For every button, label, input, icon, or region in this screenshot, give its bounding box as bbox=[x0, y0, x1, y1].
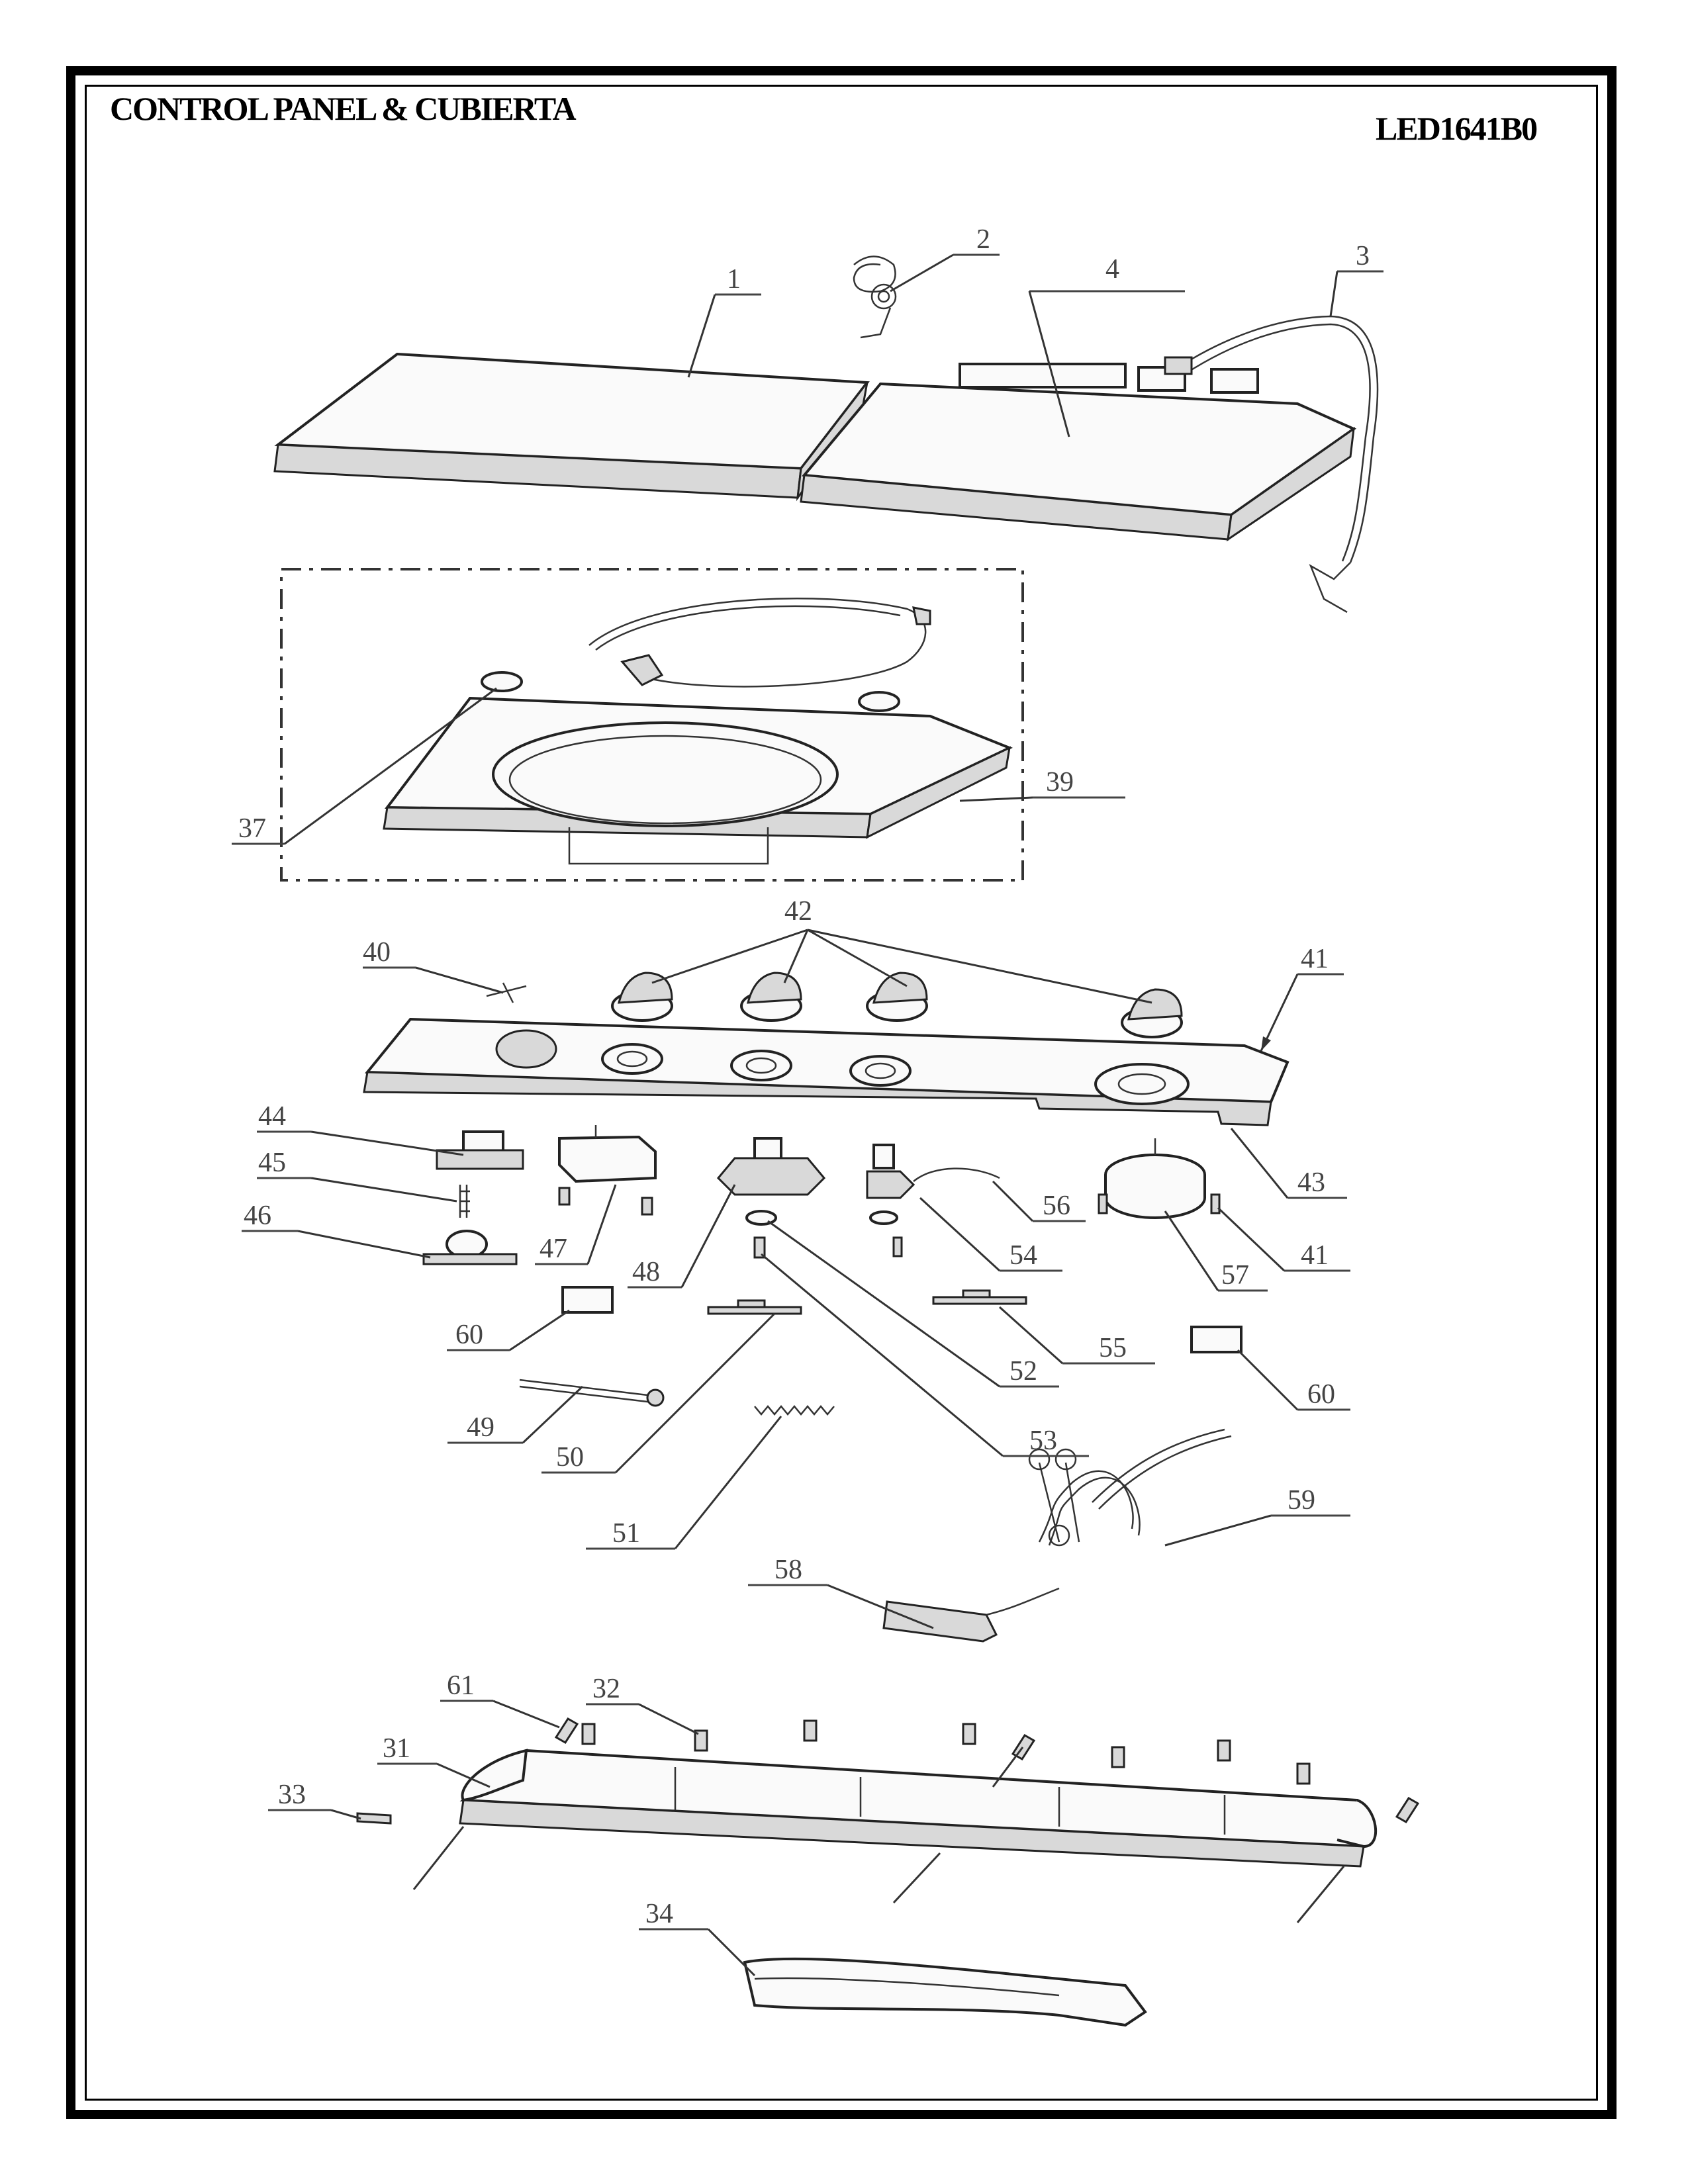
callout-57: 57 bbox=[1221, 1260, 1249, 1291]
callout-50: 50 bbox=[556, 1442, 584, 1473]
callout-31: 31 bbox=[383, 1733, 410, 1764]
part-label-sticker bbox=[1190, 1326, 1243, 1353]
assembly-group-box bbox=[280, 568, 1024, 882]
part-top-cover bbox=[383, 696, 1013, 865]
callout-60-right: 60 bbox=[1307, 1379, 1335, 1410]
callout-40: 40 bbox=[363, 937, 391, 968]
callout-37: 37 bbox=[238, 813, 266, 844]
part-selector-switch bbox=[716, 1137, 826, 1259]
callout-4: 4 bbox=[1105, 254, 1119, 285]
callout-2: 2 bbox=[976, 224, 990, 255]
callout-3: 3 bbox=[1356, 241, 1370, 271]
callout-41-top: 41 bbox=[1301, 944, 1329, 974]
part-screws bbox=[554, 1717, 1420, 1824]
part-water-level-switch bbox=[866, 1144, 1000, 1257]
callout-61: 61 bbox=[447, 1670, 475, 1701]
callout-41-bottom: 41 bbox=[1301, 1240, 1329, 1271]
callout-53: 53 bbox=[1029, 1426, 1057, 1456]
part-lid-glass-frame bbox=[588, 598, 931, 688]
callout-56: 56 bbox=[1043, 1191, 1070, 1221]
callout-47: 47 bbox=[539, 1234, 567, 1264]
part-drain-motor bbox=[1098, 1138, 1221, 1219]
part-lid-rear bbox=[800, 363, 1357, 542]
part-lid-switch-assembly bbox=[422, 1130, 524, 1265]
part-bumper bbox=[858, 691, 900, 712]
part-bumper bbox=[481, 671, 523, 692]
part-bracket bbox=[707, 1299, 802, 1315]
page-title: CONTROL PANEL & CUBIERTA bbox=[110, 90, 577, 127]
model-number: LED1641B0 bbox=[1376, 110, 1538, 147]
callout-60-left: 60 bbox=[455, 1320, 483, 1350]
part-timer bbox=[558, 1125, 657, 1216]
callout-48: 48 bbox=[632, 1257, 660, 1287]
callout-42: 42 bbox=[784, 896, 812, 927]
part-side-screw bbox=[356, 1812, 392, 1825]
callout-32: 32 bbox=[592, 1674, 620, 1704]
part-label-sticker bbox=[561, 1286, 614, 1314]
part-back-trim bbox=[743, 1957, 1147, 2027]
part-spring bbox=[754, 1405, 835, 1416]
callout-49: 49 bbox=[467, 1412, 494, 1443]
callout-39: 39 bbox=[1046, 767, 1074, 797]
part-wire-harness bbox=[882, 1428, 1232, 1643]
part-clip bbox=[486, 982, 527, 1003]
callout-1: 1 bbox=[727, 264, 741, 295]
callout-33: 33 bbox=[278, 1780, 306, 1810]
callout-55: 55 bbox=[1099, 1333, 1127, 1363]
callout-46: 46 bbox=[244, 1201, 271, 1231]
part-rod-end bbox=[646, 1388, 665, 1407]
part-rod bbox=[519, 1379, 659, 1404]
part-control-panel bbox=[363, 1017, 1289, 1126]
callout-44: 44 bbox=[258, 1101, 286, 1132]
page-border bbox=[66, 66, 1617, 2119]
callout-45: 45 bbox=[258, 1148, 286, 1178]
page-border-inner bbox=[85, 85, 1598, 2101]
part-back-panel bbox=[459, 1749, 1378, 1868]
callout-54: 54 bbox=[1009, 1240, 1037, 1271]
callout-34: 34 bbox=[645, 1899, 673, 1929]
callout-52: 52 bbox=[1009, 1356, 1037, 1387]
part-hinge-spring bbox=[853, 255, 897, 339]
part-lid-cable bbox=[1164, 315, 1379, 614]
callout-58: 58 bbox=[774, 1555, 802, 1585]
callout-59: 59 bbox=[1288, 1485, 1315, 1516]
callout-43: 43 bbox=[1297, 1167, 1325, 1198]
part-bracket bbox=[932, 1289, 1027, 1305]
part-lid-front bbox=[273, 352, 870, 502]
callout-51: 51 bbox=[612, 1518, 640, 1549]
